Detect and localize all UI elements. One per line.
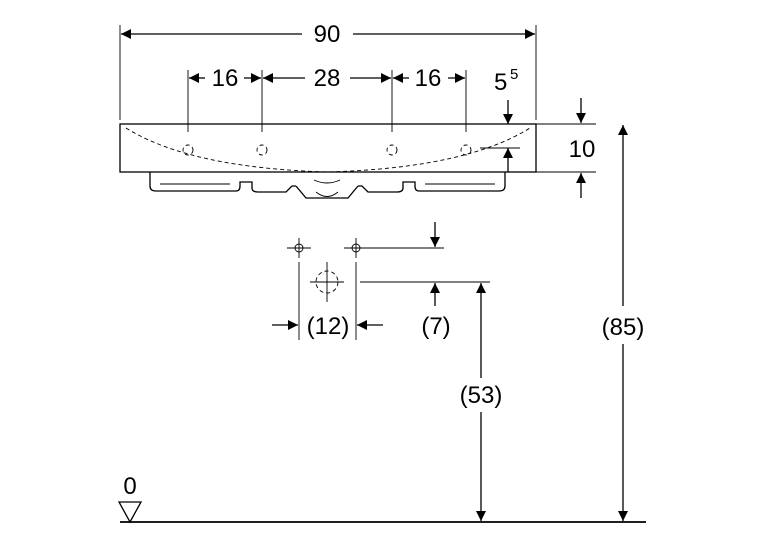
supply-offset-dimension: (7): [421, 222, 451, 340]
supply-offset-label: (7): [421, 313, 450, 340]
supply-spacing-dimension: (12): [272, 313, 383, 340]
edge-offset-label: 5: [494, 69, 507, 96]
total-height-label: (85): [602, 314, 645, 341]
rim-height-dimension: 10: [536, 98, 596, 198]
edge-offset-dimension: 5 5: [480, 66, 520, 172]
hole-spacing-left-label: 16: [212, 65, 239, 92]
level-marker-icon: [117, 501, 143, 524]
waste-height-label: (53): [460, 382, 503, 409]
supply-spacing-label: (12): [307, 313, 350, 340]
supply-connections: [287, 238, 490, 340]
total-height-dimension: (85): [602, 125, 645, 521]
rim-height-label: 10: [569, 136, 596, 163]
washbasin-body: [119, 123, 537, 199]
tap-hole-spacing-dimensions: 16 28 16: [187, 65, 467, 132]
floor-level-label: 0: [123, 473, 136, 500]
hole-spacing-middle-label: 28: [314, 65, 341, 92]
hole-spacing-right-label: 16: [415, 65, 442, 92]
floor-level-reference: 0: [117, 473, 646, 524]
edge-offset-superscript: 5: [510, 66, 518, 83]
overall-width-dimension: 90: [119, 21, 537, 120]
waste-height-dimension: (53): [460, 283, 503, 521]
overall-width-label: 90: [314, 21, 341, 48]
